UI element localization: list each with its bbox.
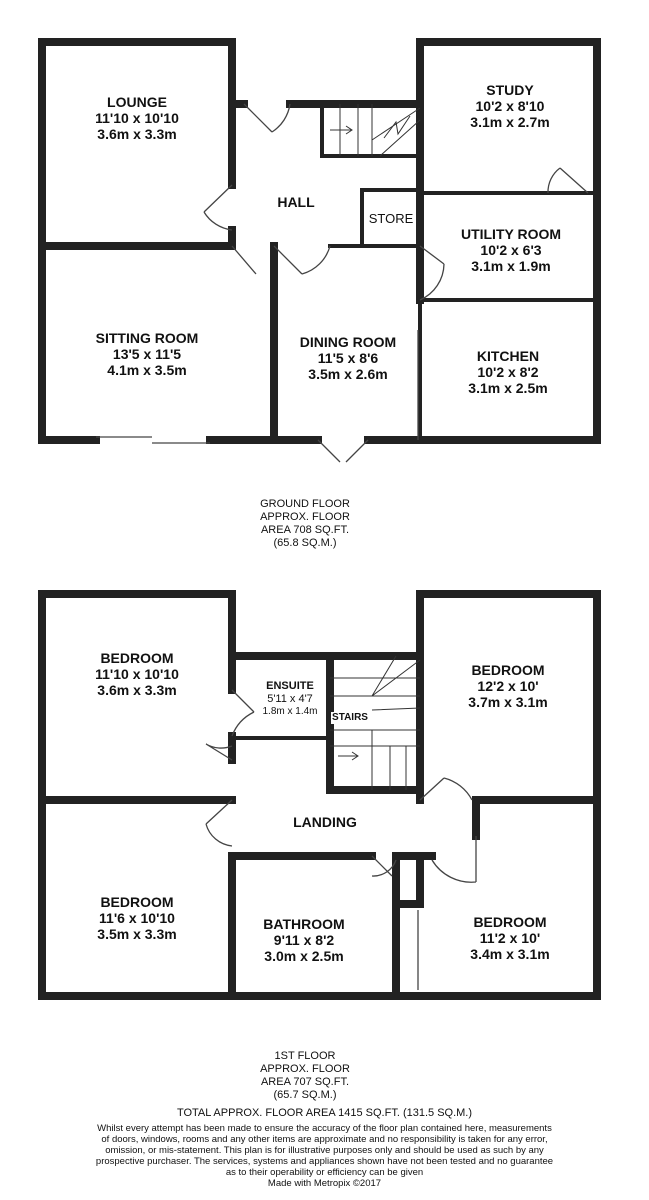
disclaimer-line: as to their operability or efficiency ca… bbox=[225, 1167, 424, 1178]
room-bedroom-2-metric: 3.7m x 3.1m bbox=[468, 694, 548, 710]
room-stairs-name: STAIRS bbox=[332, 712, 368, 723]
metropix-credit: Made with Metropix ©2017 bbox=[267, 1178, 382, 1189]
room-bedroom-2-imperial: 12'2 x 10' bbox=[477, 678, 539, 694]
first-floor-caption-line: 1ST FLOOR bbox=[274, 1050, 336, 1062]
ground-floor-walls bbox=[38, 38, 601, 444]
room-bathroom-imperial: 9'11 x 8'2 bbox=[273, 932, 335, 948]
disclaimer-line: omission, or mis-statement. This plan is… bbox=[105, 1145, 544, 1156]
room-kitchen-metric: 3.1m x 2.5m bbox=[468, 380, 548, 396]
room-sitting-name: SITTING ROOM bbox=[95, 330, 199, 346]
room-ensuite-name: ENSUITE bbox=[266, 680, 314, 692]
room-bedroom-1-name: BEDROOM bbox=[100, 650, 174, 666]
total-floor-area: TOTAL APPROX. FLOOR AREA 1415 SQ.FT. (13… bbox=[176, 1107, 473, 1119]
first-floor-caption-line: (65.7 SQ.M.) bbox=[273, 1089, 337, 1101]
room-sitting: SITTING ROOM 13'5 x 11'5 4.1m x 3.5m bbox=[72, 330, 222, 378]
room-dining-imperial: 11'5 x 8'6 bbox=[317, 350, 379, 366]
room-lounge: LOUNGE 11'10 x 10'10 3.6m x 3.3m bbox=[72, 94, 202, 142]
room-bathroom-name: BATHROOM bbox=[263, 916, 345, 932]
room-bedroom-1: BEDROOM 11'10 x 10'10 3.6m x 3.3m bbox=[72, 650, 202, 698]
ground-floor-stairs bbox=[330, 104, 421, 157]
room-bathroom-metric: 3.0m x 2.5m bbox=[264, 948, 344, 964]
room-utility: UTILITY ROOM 10'2 x 6'3 3.1m x 1.9m bbox=[436, 226, 586, 274]
room-bedroom-4-imperial: 11'2 x 10' bbox=[479, 930, 541, 946]
disclaimer-line: prospective purchaser. The services, sys… bbox=[95, 1156, 554, 1167]
disclaimer: Whilst every attempt has been made to en… bbox=[0, 1123, 649, 1189]
ground-floor-caption-line: GROUND FLOOR bbox=[260, 498, 350, 510]
room-ensuite-metric: 1.8m x 1.4m bbox=[262, 706, 318, 717]
room-kitchen: KITCHEN 10'2 x 8'2 3.1m x 2.5m bbox=[440, 348, 576, 396]
room-landing-name: LANDING bbox=[293, 814, 357, 830]
room-dining: DINING ROOM 11'5 x 8'6 3.5m x 2.6m bbox=[280, 334, 416, 382]
room-landing: LANDING bbox=[280, 814, 370, 830]
room-bedroom-3-imperial: 11'6 x 10'10 bbox=[99, 910, 175, 926]
ground-floor-caption: GROUND FLOOR APPROX. FLOOR AREA 708 SQ.F… bbox=[240, 498, 370, 550]
first-floor-doors bbox=[205, 689, 477, 883]
room-bedroom-4-name: BEDROOM bbox=[473, 914, 547, 930]
room-hall: HALL bbox=[266, 194, 326, 210]
room-bedroom-4-metric: 3.4m x 3.1m bbox=[470, 946, 550, 962]
first-floor-walls bbox=[38, 590, 601, 1000]
room-hall-name: HALL bbox=[277, 194, 315, 210]
ground-floor-caption-line: APPROX. FLOOR bbox=[260, 511, 350, 523]
room-sitting-metric: 4.1m x 3.5m bbox=[107, 362, 187, 378]
room-utility-metric: 3.1m x 1.9m bbox=[471, 258, 551, 274]
room-study-metric: 3.1m x 2.7m bbox=[470, 114, 550, 130]
room-bathroom: BATHROOM 9'11 x 8'2 3.0m x 2.5m bbox=[244, 916, 364, 964]
room-bedroom-1-metric: 3.6m x 3.3m bbox=[97, 682, 177, 698]
room-sitting-imperial: 13'5 x 11'5 bbox=[112, 346, 182, 362]
first-floor-caption: 1ST FLOOR APPROX. FLOOR AREA 707 SQ.FT. … bbox=[240, 1050, 370, 1102]
room-study: STUDY 10'2 x 8'10 3.1m x 2.7m bbox=[440, 82, 580, 130]
first-floor-caption-line: AREA 707 SQ.FT. bbox=[260, 1076, 350, 1088]
room-utility-imperial: 10'2 x 6'3 bbox=[480, 242, 542, 258]
room-utility-name: UTILITY ROOM bbox=[460, 226, 562, 242]
ground-floor-caption-line: (65.8 SQ.M.) bbox=[273, 537, 337, 549]
disclaimer-line: of doors, windows, rooms and any other i… bbox=[101, 1134, 548, 1145]
room-store: STORE bbox=[362, 211, 420, 227]
room-ensuite: ENSUITE 5'11 x 4'7 1.8m x 1.4m bbox=[250, 680, 330, 718]
ground-floor-doors bbox=[203, 103, 589, 463]
room-bedroom-3: BEDROOM 11'6 x 10'10 3.5m x 3.3m bbox=[72, 894, 202, 942]
room-kitchen-name: KITCHEN bbox=[476, 348, 540, 364]
room-bedroom-4: BEDROOM 11'2 x 10' 3.4m x 3.1m bbox=[440, 914, 580, 962]
room-lounge-imperial: 11'10 x 10'10 bbox=[95, 110, 179, 126]
room-dining-metric: 3.5m x 2.6m bbox=[308, 366, 388, 382]
room-lounge-name: LOUNGE bbox=[107, 94, 167, 110]
disclaimer-line: Whilst every attempt has been made to en… bbox=[97, 1123, 552, 1134]
room-bedroom-3-name: BEDROOM bbox=[100, 894, 174, 910]
room-lounge-metric: 3.6m x 3.3m bbox=[97, 126, 177, 142]
room-store-name: STORE bbox=[368, 211, 414, 226]
room-study-name: STUDY bbox=[486, 82, 534, 98]
room-bedroom-2-name: BEDROOM bbox=[471, 662, 545, 678]
room-stairs: STAIRS bbox=[331, 712, 369, 724]
room-bedroom-1-imperial: 11'10 x 10'10 bbox=[95, 666, 179, 682]
room-bedroom-2: BEDROOM 12'2 x 10' 3.7m x 3.1m bbox=[440, 662, 576, 710]
first-floor-stairs bbox=[330, 655, 421, 790]
room-study-imperial: 10'2 x 8'10 bbox=[475, 98, 545, 114]
ground-floor-caption-line: AREA 708 SQ.FT. bbox=[260, 524, 350, 536]
first-floor-caption-line: APPROX. FLOOR bbox=[260, 1063, 350, 1075]
room-ensuite-imperial: 5'11 x 4'7 bbox=[267, 693, 313, 705]
room-kitchen-imperial: 10'2 x 8'2 bbox=[477, 364, 539, 380]
room-bedroom-3-metric: 3.5m x 3.3m bbox=[97, 926, 177, 942]
room-dining-name: DINING ROOM bbox=[299, 334, 397, 350]
